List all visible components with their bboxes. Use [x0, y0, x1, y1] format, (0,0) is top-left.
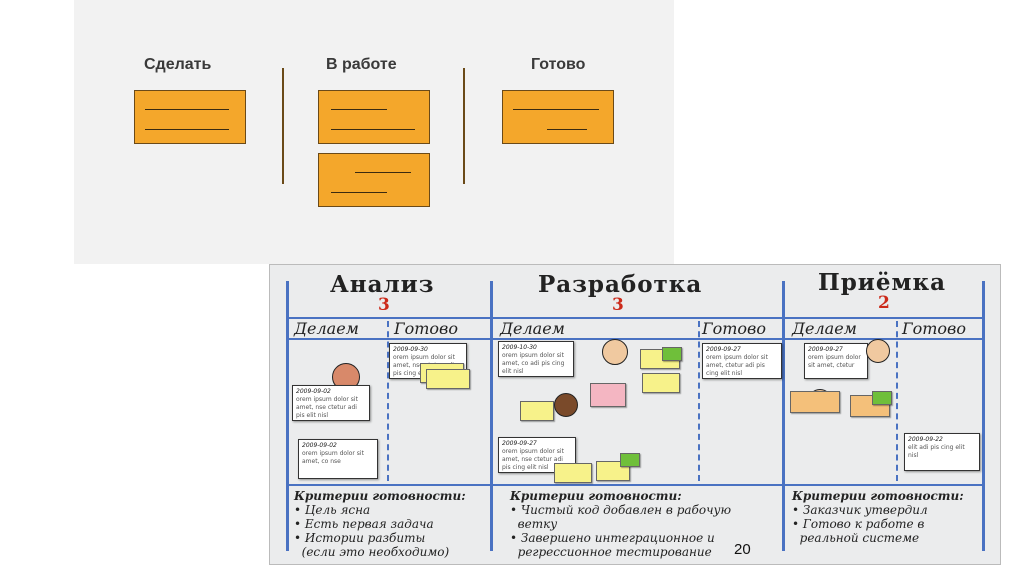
- subcolumn-divider: [698, 321, 700, 481]
- column-divider: [463, 68, 465, 184]
- criteria-acceptance: Критерии готовности: • Заказчик утвердил…: [792, 489, 964, 545]
- slide-number: 20: [734, 541, 751, 558]
- stage-wip-limit: 2: [878, 293, 890, 313]
- column-divider: [282, 68, 284, 184]
- sticky-note[interactable]: [426, 369, 470, 389]
- sticky-note[interactable]: [554, 463, 592, 483]
- avatar: [866, 339, 890, 363]
- board-divider: [286, 317, 985, 319]
- board-divider: [286, 338, 985, 340]
- sticky-note[interactable]: [790, 391, 840, 413]
- sticky-note[interactable]: [662, 347, 682, 361]
- board-divider: [782, 281, 785, 551]
- kanban-board-image: Анализ 3 Разработка 3 Приёмка 2 Делаем Г…: [269, 264, 1001, 565]
- sticky-note[interactable]: [520, 401, 554, 421]
- subcolumn-doing: Делаем: [500, 319, 565, 338]
- stage-wip-limit: 3: [612, 295, 624, 315]
- sticky-note[interactable]: [642, 373, 680, 393]
- stage-title-development: Разработка: [538, 271, 703, 298]
- board-divider: [286, 484, 985, 486]
- criteria-analysis: Критерии готовности: • Цель ясна • Есть …: [294, 489, 466, 559]
- column-title-in-progress: В работе: [326, 56, 397, 73]
- sticky-note[interactable]: [872, 391, 892, 405]
- subcolumn-done: Готово: [394, 319, 458, 338]
- stage-wip-limit: 3: [378, 295, 390, 315]
- criteria-development: Критерии готовности: • Чистый код добавл…: [510, 489, 732, 559]
- subcolumn-done: Готово: [702, 319, 766, 338]
- stage-title-analysis: Анализ: [330, 271, 435, 298]
- sticky-note[interactable]: [620, 453, 640, 467]
- task-card[interactable]: [502, 90, 614, 144]
- task-card[interactable]: [318, 90, 430, 144]
- board-divider: [286, 281, 289, 551]
- stage-title-acceptance: Приёмка: [818, 269, 946, 296]
- subcolumn-doing: Делаем: [792, 319, 857, 338]
- board-divider: [982, 281, 985, 551]
- subcolumn-done: Готово: [902, 319, 966, 338]
- sticky-note[interactable]: [590, 383, 626, 407]
- column-title-done: Готово: [531, 56, 586, 73]
- subcolumn-divider: [387, 321, 389, 481]
- subcolumn-divider: [896, 321, 898, 481]
- task-card[interactable]: [134, 90, 246, 144]
- task-card[interactable]: [318, 153, 430, 207]
- board-divider: [490, 281, 493, 551]
- simple-kanban-panel: Сделать В работе Готово: [74, 0, 674, 264]
- subcolumn-doing: Делаем: [294, 319, 359, 338]
- avatar: [602, 339, 628, 365]
- column-title-todo: Сделать: [144, 56, 212, 73]
- avatar: [554, 393, 578, 417]
